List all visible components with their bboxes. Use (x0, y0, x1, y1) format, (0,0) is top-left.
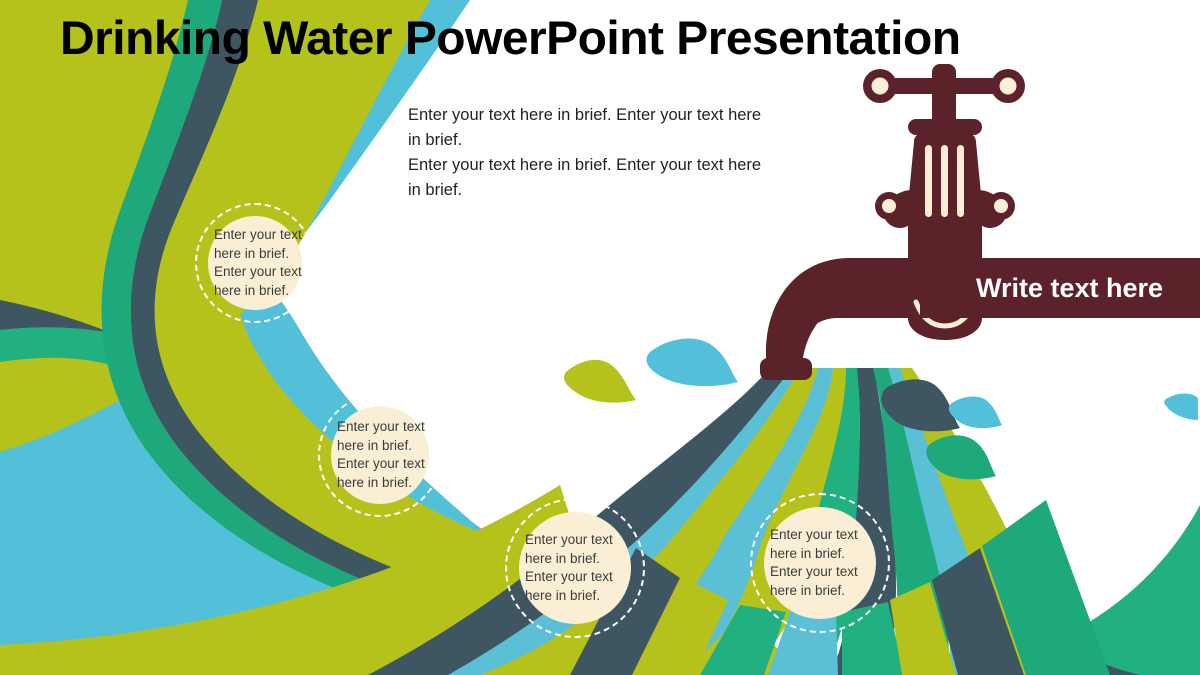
faucet-knob-left-center (871, 77, 889, 95)
bubble-3-line-2: here in brief. (525, 550, 601, 566)
bubble-2[interactable]: Enter your text here in brief. Enter you… (331, 406, 429, 504)
water-droplet-lightblue (948, 396, 1002, 429)
faucet-knob-right-center (999, 77, 1017, 95)
bubble-1-line-2: here in brief. (214, 245, 290, 261)
stream-olive-2 (690, 368, 847, 675)
stream-lower-teal (700, 605, 786, 675)
ribbon-green-path (101, 0, 612, 675)
bubble-4-line-2: here in brief. (770, 545, 846, 561)
faucet-ridge-1 (925, 145, 932, 217)
faucet-collar (908, 119, 982, 135)
stream-lower-green-right (982, 500, 1110, 675)
wave-green-bottom-right-2 (885, 505, 1200, 675)
water-droplet-olive (563, 359, 636, 403)
stream-lower-olive (628, 575, 728, 675)
banner-label: Write text here (976, 273, 1164, 303)
droplet-group (563, 338, 1198, 480)
bubble-3[interactable]: Enter your text here in brief. Enter you… (519, 512, 631, 624)
bubble-1[interactable]: Enter your text here in brief. Enter you… (208, 216, 302, 310)
stream-lower-slate (570, 548, 680, 675)
stream-lower-lightblue (768, 612, 838, 675)
faucet-spout-curve (766, 258, 908, 366)
white-field-right (880, 0, 1200, 675)
faucet-neck (932, 86, 956, 128)
bubble-2-line-3: Enter your text (337, 456, 425, 471)
bubble-2-line-2: here in brief. (337, 437, 413, 453)
faucet-lug-left-center (882, 199, 896, 213)
bubble-1-line-3: Enter your text (214, 264, 302, 279)
bubble-4-text: Enter your text here in brief. Enter you… (764, 526, 876, 600)
bubble-2-text: Enter your text here in brief. Enter you… (331, 418, 429, 492)
stream-lower-olive-right (890, 582, 956, 675)
bubble-1-line-1: Enter your text (214, 227, 302, 242)
bubble-3-line-3: Enter your text (525, 569, 613, 584)
faucet-lug-right-center (994, 199, 1008, 213)
body-paragraph-2: Enter your text here in brief. Enter you… (408, 156, 762, 199)
bubble-1-text: Enter your text here in brief. Enter you… (208, 226, 302, 300)
bubble-2-line-1: Enter your text (337, 419, 425, 434)
write-text-here-banner[interactable]: Write text here (920, 258, 1200, 318)
ribbon-slate-path (130, 0, 660, 675)
water-droplet-slate (881, 379, 960, 432)
bubble-4-line-4: here in brief. (770, 582, 846, 598)
ribbon-olive-path (154, 0, 801, 675)
page-title: Drinking Water PowerPoint Presentation (60, 11, 961, 64)
stream-slate-1 (830, 368, 896, 675)
bubble-4-line-3: Enter your text (770, 564, 858, 579)
water-droplet-blue (646, 338, 738, 387)
stream-slate-2 (368, 368, 792, 675)
stream-lower-slate-right (932, 548, 1024, 675)
bubble-3-text: Enter your text here in brief. Enter you… (519, 531, 631, 605)
bubble-3-line-4: here in brief. (525, 587, 601, 603)
water-droplet-blue-small (1164, 393, 1198, 420)
bubble-4[interactable]: Enter your text here in brief. Enter you… (764, 507, 876, 619)
bubble-1-line-4: here in brief. (214, 282, 290, 298)
body-paragraph-1: Enter your text here in brief. Enter you… (408, 106, 762, 149)
faucet-ridge-3 (957, 145, 964, 217)
bubble-3-line-1: Enter your text (525, 532, 613, 547)
bubble-4-line-1: Enter your text (770, 527, 858, 542)
faucet-ridge-2 (941, 145, 948, 217)
faucet-spout-tip (760, 358, 812, 380)
body-text-block: Enter your text here in brief. Enter you… (408, 103, 768, 203)
bubble-2-line-4: here in brief. (337, 474, 413, 490)
water-droplet-green (926, 435, 996, 480)
